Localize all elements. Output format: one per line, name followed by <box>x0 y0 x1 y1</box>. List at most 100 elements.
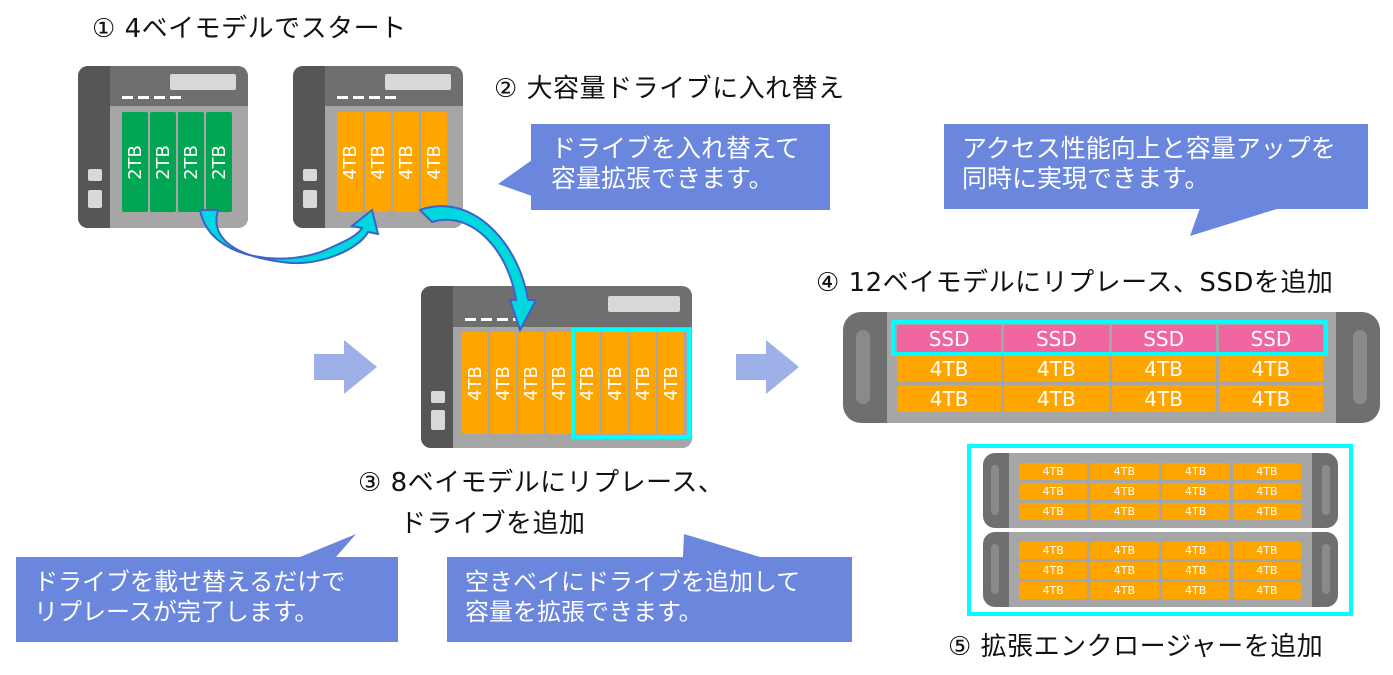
rack-handle-left <box>856 330 870 404</box>
callout-line: 容量を拡張できます。 <box>465 598 703 626</box>
swap-arrow-1 <box>198 208 380 265</box>
callout-step3-left: ドライブを載せ替えるだけで リプレースが完了します。 <box>16 557 398 642</box>
lcd-panel <box>385 74 451 90</box>
callout-tail-step3-right <box>683 534 760 557</box>
callout-tail-step3-left <box>300 534 356 557</box>
swap-arrow-2 <box>418 205 538 333</box>
drive-bay: 4TB <box>1218 385 1323 412</box>
callout-tail-step2 <box>498 160 532 196</box>
flow-arrow-right-2 <box>736 340 799 394</box>
drive-bay: 4TB <box>1232 562 1301 579</box>
callout-line: ドライブを載せ替えるだけで <box>34 568 346 596</box>
power-button <box>303 169 317 181</box>
drive-bay: 4TB <box>1019 503 1088 520</box>
drive-bay: 4TB <box>1232 542 1301 559</box>
drive-bay: 2TB <box>150 112 176 212</box>
rack-handle-right <box>1353 330 1367 404</box>
usb-button <box>431 410 445 430</box>
callout-step2: ドライブを入れ替えて 容量拡張できます。 <box>531 124 830 210</box>
callout-line: 同時に実現できます。 <box>962 164 1210 193</box>
lcd-panel <box>170 74 236 90</box>
drive-bay: 4TB <box>421 112 447 212</box>
rack-handle-left <box>991 544 999 594</box>
drive-bay: 4TB <box>462 332 488 434</box>
ssd-bay: SSD <box>1111 325 1216 352</box>
drive-bay: 4TB <box>1090 463 1159 480</box>
flow-arrow-right-1 <box>314 340 377 394</box>
callout-line: ドライブを入れ替えて <box>551 134 800 163</box>
drive-bay: 4TB <box>365 112 391 212</box>
drive-bay: 4TB <box>1019 542 1088 559</box>
drive-bay: 4TB <box>546 332 572 434</box>
callout-line: 容量拡張できます。 <box>551 164 774 193</box>
step2-title: ② 大容量ドライブに入れ替え <box>494 74 845 104</box>
callout-line: 空きベイにドライブを追加して <box>465 568 801 596</box>
callout-tail-step4 <box>1190 208 1280 236</box>
drive-bay: 4TB <box>1090 542 1159 559</box>
drive-bay: 4TB <box>1004 355 1109 382</box>
drive-bay: 4TB <box>1232 503 1301 520</box>
drive-bay: 4TB <box>1090 582 1159 599</box>
ssd-highlight <box>891 320 1328 356</box>
drive-bay: 4TB <box>897 385 1002 412</box>
drive-bay: 4TB <box>1232 463 1301 480</box>
drive-bay: 4TB <box>1019 582 1088 599</box>
added-drives-highlight <box>571 328 691 439</box>
drive-bay: 4TB <box>574 332 600 434</box>
drive-bay: 4TB <box>490 332 516 434</box>
drive-bay: 4TB <box>658 332 684 434</box>
drive-bay: 2TB <box>178 112 204 212</box>
step5-title: ⑤ 拡張エンクロージャーを追加 <box>948 632 1324 662</box>
ssd-bay: SSD <box>1004 325 1109 352</box>
drive-bay: 4TB <box>1019 483 1088 500</box>
ssd-bay: SSD <box>897 325 1002 352</box>
drive-bay: 4TB <box>1019 463 1088 480</box>
step1-title: ① 4ベイモデルでスタート <box>92 14 407 44</box>
drive-bay: 2TB <box>206 112 232 212</box>
usb-button <box>88 190 102 208</box>
power-button <box>88 169 102 181</box>
callout-step4: アクセス性能向上と容量アップを 同時に実現できます。 <box>944 124 1368 209</box>
rack-handle-right <box>1322 465 1330 515</box>
drive-bay: 4TB <box>1161 463 1230 480</box>
step4-title: ④ 12ベイモデルにリプレース、SSDを追加 <box>816 268 1334 298</box>
rack-handle-right <box>1322 544 1330 594</box>
callout-step3-right: 空きベイにドライブを追加して 容量を拡張できます。 <box>447 557 852 642</box>
drive-bay: 4TB <box>1161 562 1230 579</box>
usb-button <box>303 190 317 208</box>
drive-bay: 2TB <box>122 112 148 212</box>
step3-title-line2: ドライブを追加 <box>400 509 586 539</box>
callout-line: アクセス性能向上と容量アップを <box>962 134 1336 163</box>
drive-bay: 4TB <box>897 355 1002 382</box>
drive-bay: 4TB <box>1232 582 1301 599</box>
drive-bay: 4TB <box>1090 483 1159 500</box>
drive-bay: 4TB <box>602 332 628 434</box>
drive-bay: 4TB <box>1111 355 1216 382</box>
power-button <box>431 391 445 403</box>
drive-bay: 4TB <box>1161 503 1230 520</box>
drive-bay: 4TB <box>337 112 363 212</box>
enclosure-highlight <box>967 444 1353 616</box>
drive-bay: 4TB <box>1004 385 1109 412</box>
drive-bay: 4TB <box>1232 483 1301 500</box>
rack-handle-left <box>991 465 999 515</box>
drive-bay: 4TB <box>1161 483 1230 500</box>
drive-bay: 4TB <box>630 332 656 434</box>
drive-bay: 4TB <box>393 112 419 212</box>
drive-bay: 4TB <box>518 332 544 434</box>
drive-bay: 4TB <box>1090 503 1159 520</box>
callout-line: リプレースが完了します。 <box>34 598 319 626</box>
step3-title-line1: ③ 8ベイモデルにリプレース、 <box>358 468 725 498</box>
drive-bay: 4TB <box>1218 355 1323 382</box>
lcd-panel <box>608 296 680 312</box>
drive-bay: 4TB <box>1111 385 1216 412</box>
drive-bay: 4TB <box>1019 562 1088 579</box>
drive-bay: 4TB <box>1161 582 1230 599</box>
drive-bay: 4TB <box>1090 562 1159 579</box>
